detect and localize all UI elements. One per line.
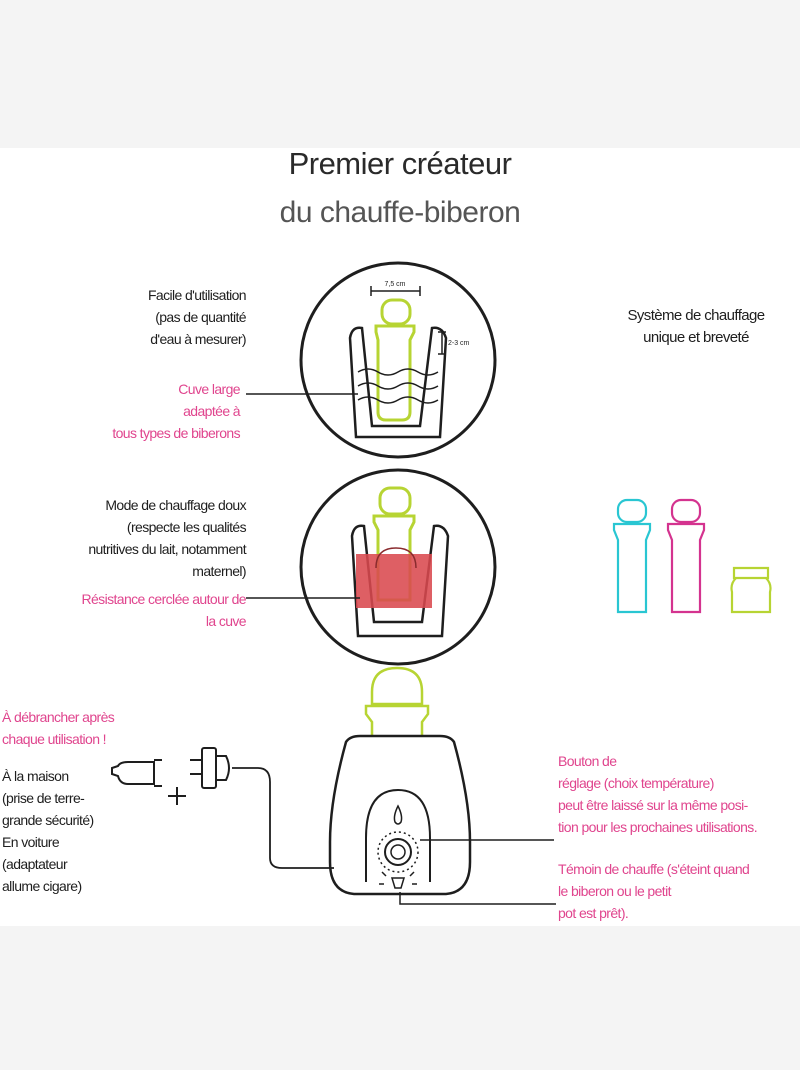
tank-label: Cuve large adaptée à tous types de biber… xyxy=(112,381,240,441)
bottle-magenta-icon xyxy=(666,498,706,614)
dial-button-label: Bouton de réglage (choix température) pe… xyxy=(558,753,758,835)
container-icons xyxy=(612,498,772,614)
bottle-cyan-icon xyxy=(612,498,652,614)
car-adapter-icon xyxy=(111,759,162,787)
resistance-label: Résistance cerclée autour de la cuve xyxy=(81,591,246,629)
power-source-label: À la maison (prise de terre- grande sécu… xyxy=(2,768,94,894)
heating-mode-label: Mode de chauffage doux (respecte les qua… xyxy=(88,497,246,579)
indicator-light-icon xyxy=(379,871,417,889)
plus-icon xyxy=(168,787,186,805)
unplug-warning: À débrancher après chaque utilisation ! xyxy=(2,709,115,747)
bottle-warmer-device xyxy=(328,666,472,896)
title-line-2: du chauffe-biberon xyxy=(279,196,521,229)
width-dimension: 7,5 cm xyxy=(384,281,405,288)
system-label: Système de chauffage unique et breveté xyxy=(627,307,766,346)
wall-plug-icon xyxy=(190,747,230,789)
power-cord xyxy=(232,767,334,869)
tank-detail-circle: 7,5 cm 2-3 cm xyxy=(246,261,497,459)
height-dimension: 2-3 cm xyxy=(448,340,470,347)
heating-detail-circle xyxy=(246,468,497,666)
temperature-dial-icon xyxy=(377,831,419,873)
resistance-element xyxy=(356,554,432,608)
baby-jar-icon xyxy=(730,566,772,614)
bottle-in-tank xyxy=(374,298,416,422)
title-line-1: Premier créateur xyxy=(288,146,512,181)
indicator-label: Témoin de chauffe (s'éteint quand le bib… xyxy=(558,861,750,921)
easy-use-label: Facile d'utilisation (pas de quantité d'… xyxy=(147,287,247,347)
